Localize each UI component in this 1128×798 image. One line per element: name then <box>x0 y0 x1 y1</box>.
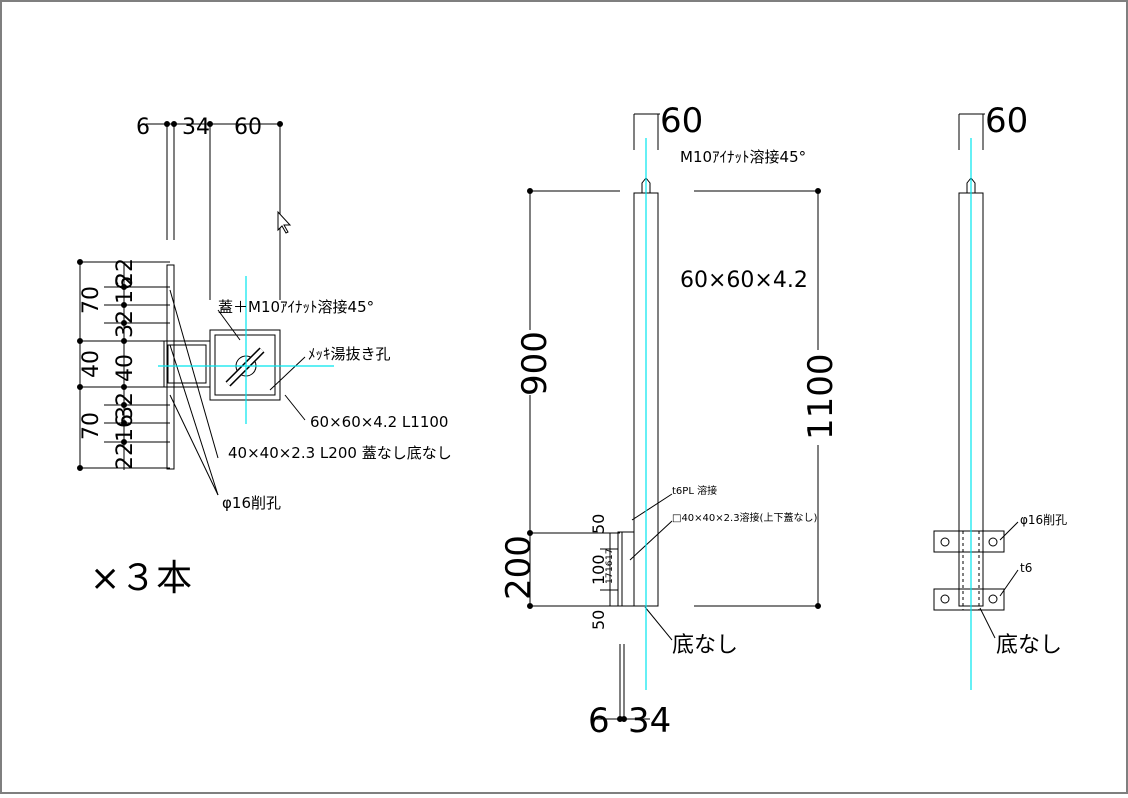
quantity-label: ×３本 <box>90 558 192 599</box>
plan-dim-40-inner: 40 <box>113 354 138 382</box>
plan-dim-6: 6 <box>136 115 150 140</box>
front-label-nut: M10ｱｲﾅｯﾄ溶接45° <box>680 148 806 166</box>
side-view <box>933 113 1019 639</box>
plan-dim-16-bottom: 16 <box>113 414 138 442</box>
front-dim-34: 34 <box>628 701 671 741</box>
plan-label-drain: ﾒｯｷ湯抜き孔 <box>308 345 391 363</box>
plan-centerlines <box>158 276 334 424</box>
plan-dim-60: 60 <box>234 115 262 140</box>
plan-view <box>77 121 306 496</box>
plan-label-post: 60×60×4.2 L1100 <box>310 413 448 431</box>
plan-label-small: 40×40×2.3 L200 蓋なし底なし <box>228 444 452 462</box>
front-dim-17-a: 17 <box>605 549 615 560</box>
plan-dim-40: 40 <box>79 350 104 378</box>
front-label-bottom: 底なし <box>672 633 738 658</box>
plan-dim-70-top: 70 <box>79 286 104 314</box>
plan-dim-22-top: 22 <box>113 258 138 286</box>
cursor-icon <box>277 210 292 234</box>
plan-plate <box>166 264 175 470</box>
front-dim-1100: 1100 <box>801 353 841 440</box>
front-dim-200: 200 <box>499 535 539 600</box>
front-dim-60: 60 <box>660 101 703 141</box>
plan-dim-32-bottom: 32 <box>113 392 138 420</box>
front-small-box <box>617 531 635 607</box>
plan-dim-32-top: 32 <box>113 310 138 338</box>
plan-dim-22-bottom: 22 <box>113 442 138 470</box>
front-label-box: □40×40×2.3溶接(上下蓋なし) <box>672 511 817 524</box>
side-label-hole: φ16削孔 <box>1020 513 1067 527</box>
side-label-bottom: 底なし <box>996 633 1062 658</box>
plan-main-post <box>209 329 281 401</box>
front-label-plate: t6PL 溶接 <box>672 484 717 497</box>
plan-dim-70-bottom: 70 <box>79 412 104 440</box>
front-label-section: 60×60×4.2 <box>680 268 808 293</box>
front-dim-100: 100 <box>589 554 608 585</box>
plan-label-hole: φ16削孔 <box>222 494 281 512</box>
plan-dim-16-top: 16 <box>113 276 138 304</box>
side-plate-bottom <box>933 588 1005 611</box>
front-dim-17-b: 17 <box>605 573 615 584</box>
front-view <box>527 113 821 722</box>
front-dim-900: 900 <box>515 331 555 396</box>
front-dim-16: 16 <box>605 560 615 572</box>
side-dim-60: 60 <box>985 101 1028 141</box>
side-plate-top <box>933 530 1005 553</box>
front-dim-6: 6 <box>588 701 610 741</box>
plan-label-lid: 蓋＋M10ｱｲﾅｯﾄ溶接45° <box>218 298 374 316</box>
front-dim-50-top: 50 <box>589 514 608 534</box>
side-label-t6: t6 <box>1020 561 1032 575</box>
plan-dim-34: 34 <box>182 115 210 140</box>
front-dim-50-bottom: 50 <box>589 610 608 630</box>
